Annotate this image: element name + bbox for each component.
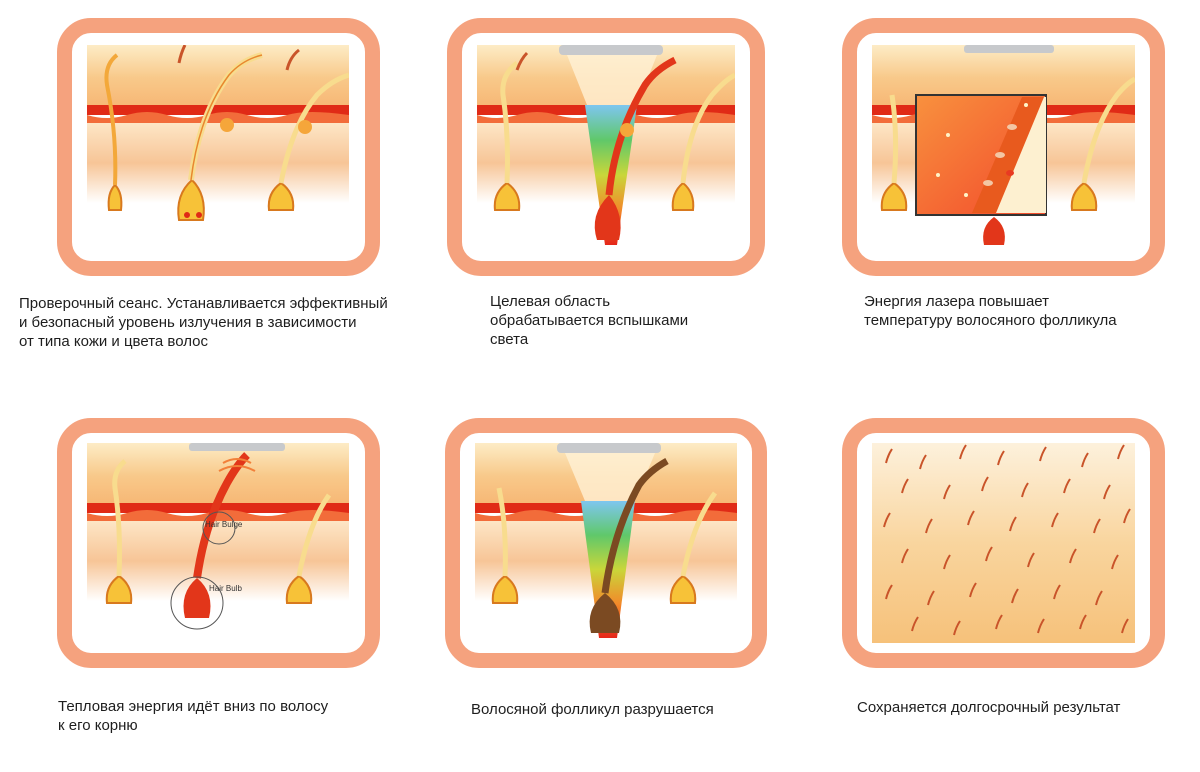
panel-2-illustration: [477, 45, 735, 250]
panel-5-caption: Волосяной фолликул разрушается: [471, 701, 714, 718]
short-hairs: [883, 444, 1131, 636]
hair-bulge-marker: [202, 511, 236, 545]
panel-1-illustration: [87, 45, 349, 250]
panel-6: [842, 418, 1165, 668]
panel-1-caption: Проверочный сеанс. Устанавливается эффек…: [19, 295, 388, 350]
panel-6-illustration: [872, 443, 1135, 643]
panel-3-illustration: [872, 45, 1135, 250]
panel-3: [842, 18, 1165, 276]
panel-3-caption: Энергия лазера повышает температуру воло…: [864, 293, 1117, 329]
hair-bulb-marker: [170, 576, 224, 630]
panel-5-illustration: [475, 443, 737, 643]
panel-2-caption: Целевая область обрабатывается вспышками…: [490, 293, 689, 348]
panel-2: [447, 18, 765, 276]
panel-4-caption: Тепловая энергия идёт вниз по волосу к е…: [58, 698, 329, 734]
hair-bulge-label: Hair Bulge: [205, 520, 243, 529]
panel-6-caption: Сохраняется долгосрочный результат: [857, 699, 1121, 716]
panel-4: Hair Bulge Hair Bulb: [57, 418, 380, 668]
panel-5: [445, 418, 767, 668]
panel-4-illustration: Hair Bulge Hair Bulb: [87, 443, 349, 643]
panel-1: [57, 18, 380, 276]
hair-bulb-label: Hair Bulb: [209, 584, 242, 593]
